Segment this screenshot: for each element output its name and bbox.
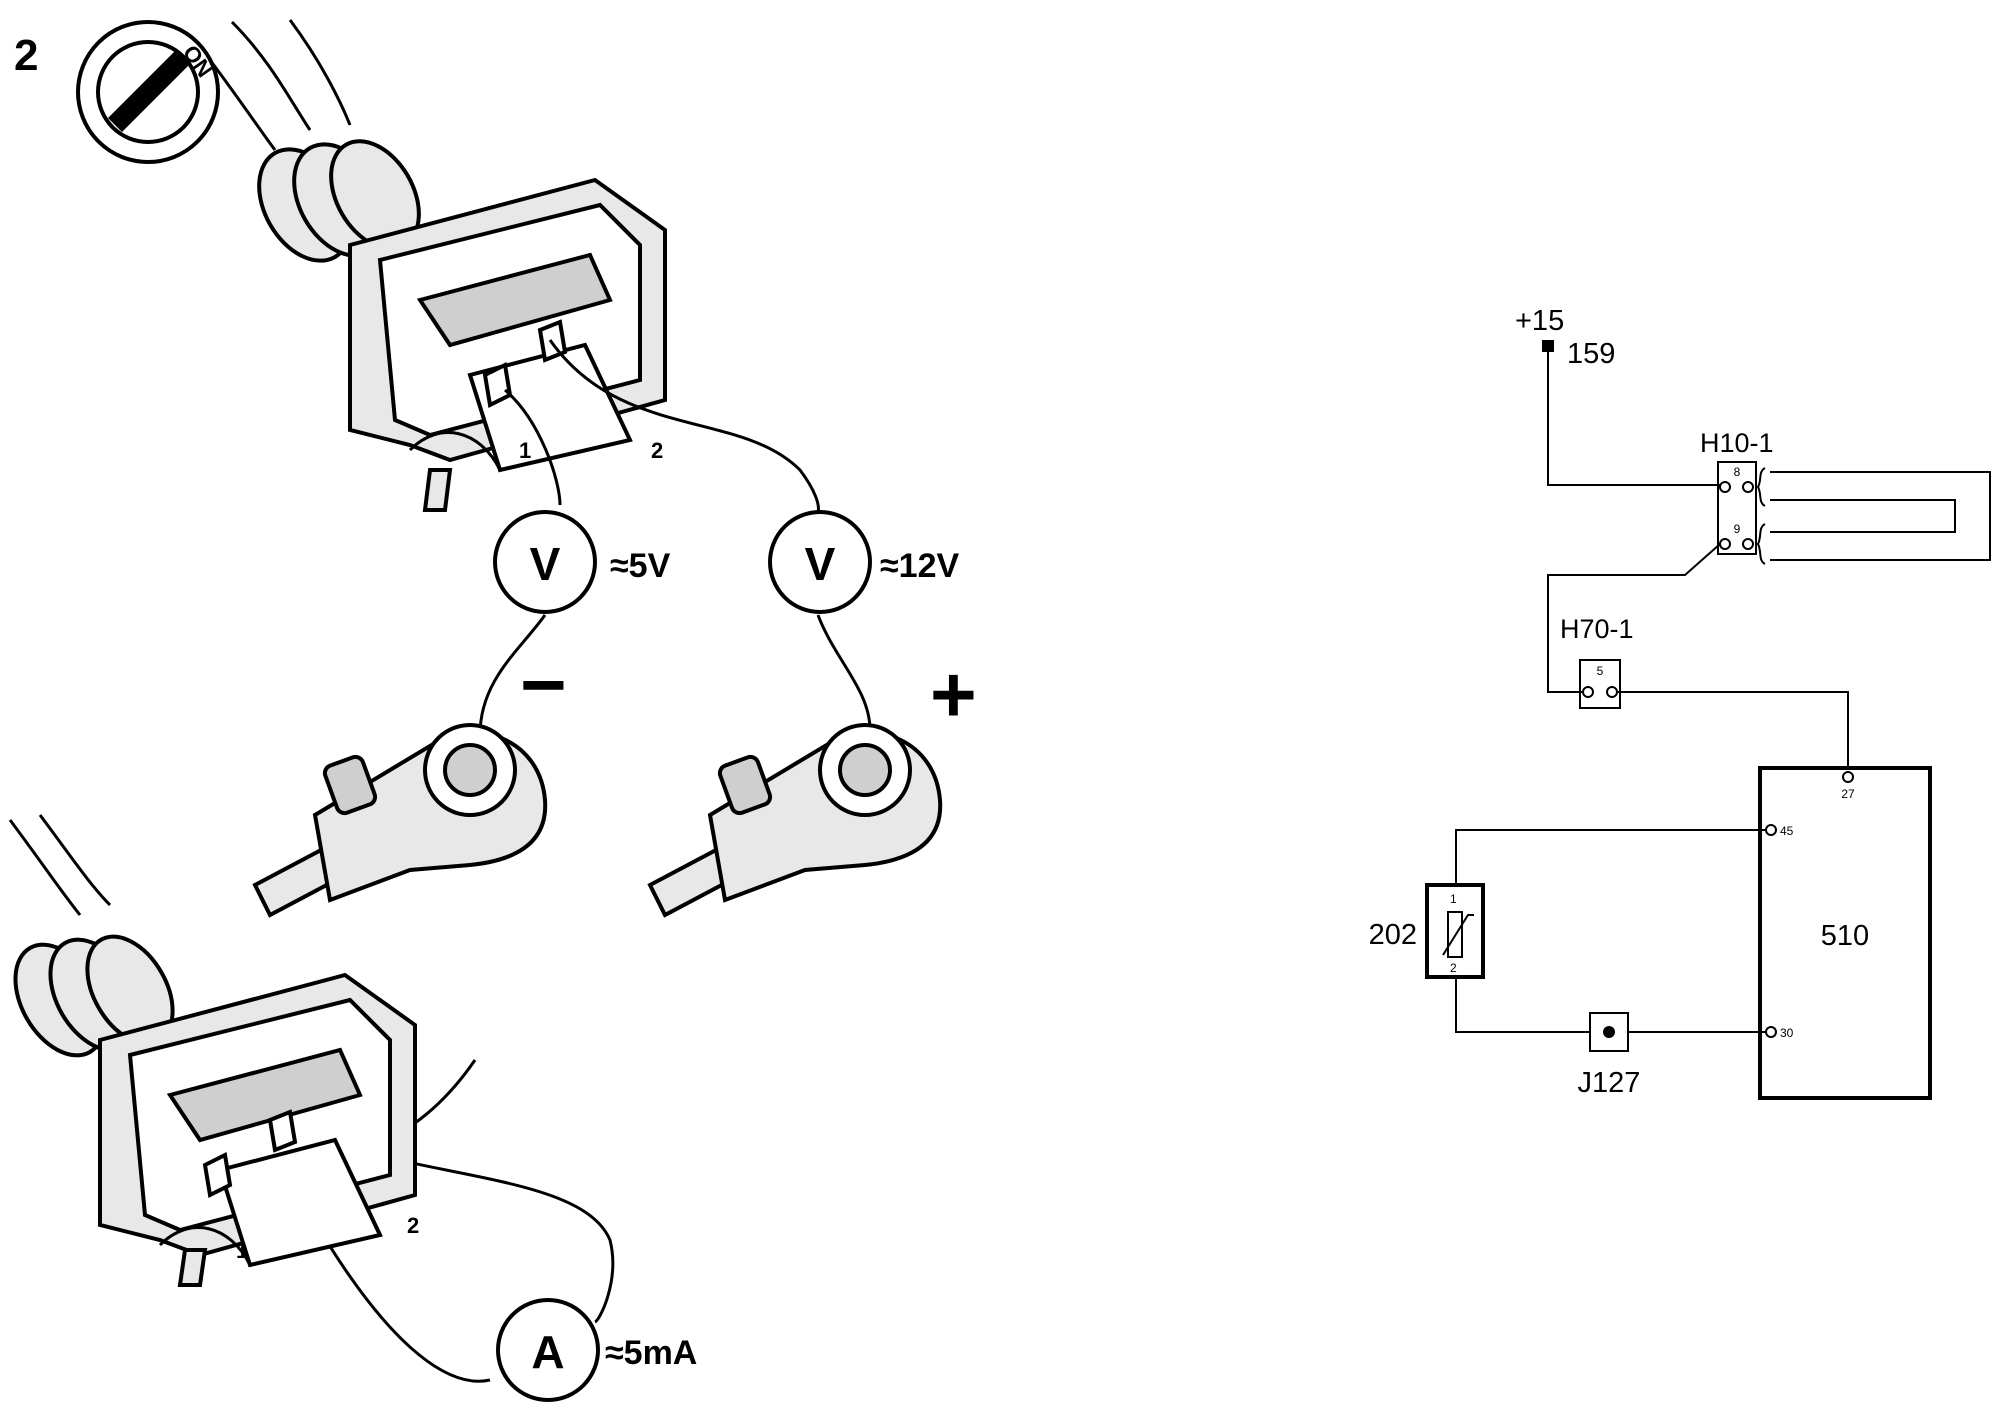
voltmeter-right-symbol: V [805,538,836,590]
voltmeter-right: V ≈12V [768,510,959,614]
negative-battery-terminal: − [252,640,567,918]
connector-h70-1-label: H70-1 [1560,614,1634,644]
thermistor-symbol [1447,911,1463,958]
connector-h10-1: H10-1 8 9 [1700,428,1991,565]
ignition-key-icon: ON [76,20,220,164]
step-number: 2 [14,31,38,80]
sensor-pin-1-label: 1 [1450,892,1457,906]
supply-label: +15 [1515,305,1564,337]
step-illustration: 2 ON 1 2 [8,19,977,1402]
bottom-harness-connector: 1 2 [8,814,419,1287]
ground-point-icon [1603,1026,1615,1038]
ecu-pin-27-label: 27 [1841,787,1855,801]
positive-battery-terminal: + [647,650,977,918]
bottom-pin-1-label: 1 [236,1238,248,1263]
connector-h70-1: H70-1 5 [1560,614,1634,709]
ecu-pin-45-label: 45 [1780,824,1794,838]
voltmeter-left-reading: ≈5V [610,547,671,585]
ammeter-symbol: A [531,1326,564,1378]
positive-sign: + [930,650,977,739]
h70-pin-5-label: 5 [1597,664,1604,678]
sensor-202: 1 2 202 [1369,883,1485,979]
ground-j127: J127 [1578,1012,1641,1099]
wiring-schematic: +15 159 H10-1 8 9 H70-1 5 [1369,305,1991,1100]
bottom-pin-2-label: 2 [407,1213,419,1238]
supply-ref-label: 159 [1567,338,1615,370]
top-harness-connector: 1 2 [208,19,667,512]
sensor-label: 202 [1369,919,1417,951]
supply-terminal [1542,340,1554,352]
ecu-label: 510 [1821,920,1869,952]
top-pin-2-label: 2 [651,438,663,463]
ammeter-reading: ≈5mA [605,1334,697,1372]
voltmeter-left: V ≈5V [493,510,671,614]
ammeter: A ≈5mA [496,1298,697,1402]
ground-label: J127 [1578,1067,1641,1099]
top-pin-1-label: 1 [519,438,531,463]
sensor-pin-2-label: 2 [1450,961,1457,975]
connector-h10-1-label: H10-1 [1700,428,1774,458]
h10-pin-8-label: 8 [1734,465,1741,479]
voltmeter-left-symbol: V [530,538,561,590]
ecu-pin-30-label: 30 [1780,1026,1794,1040]
ecu-510: 27 45 30 510 [1758,766,1932,1100]
negative-sign: − [520,640,567,729]
h10-pin-9-label: 9 [1734,522,1741,536]
voltmeter-right-reading: ≈12V [880,547,959,585]
